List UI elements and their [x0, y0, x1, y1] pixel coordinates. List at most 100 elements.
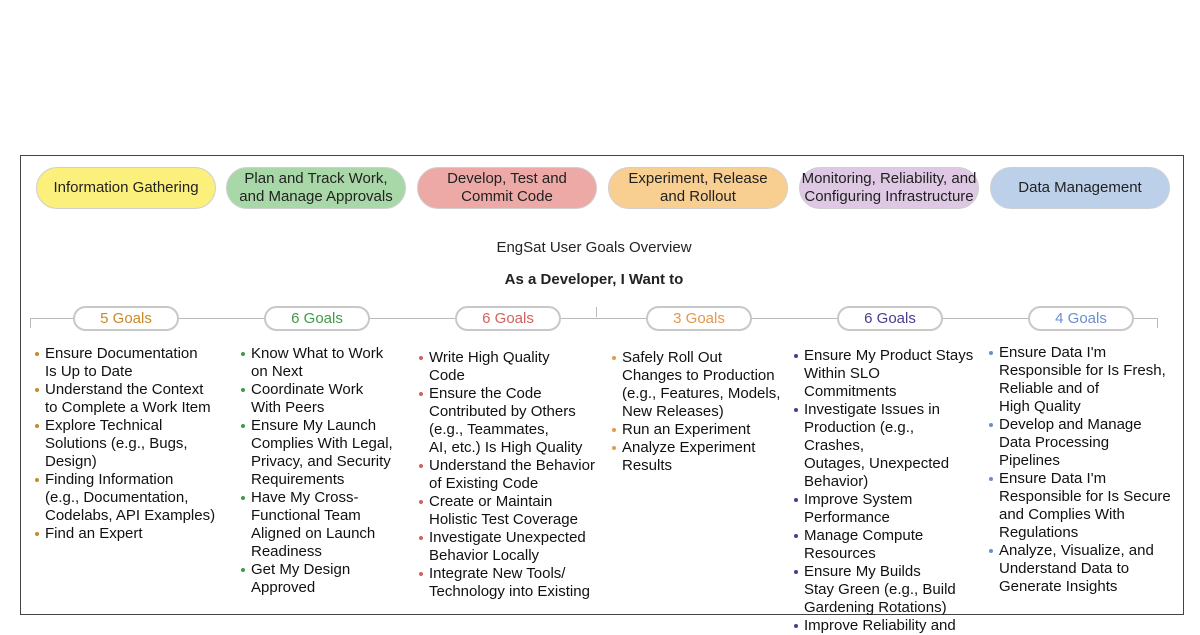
goal-item: Analyze, Visualize, and Understand Data … — [989, 542, 1171, 596]
goal-item-text: Understand the Behavior of Existing Code — [429, 457, 595, 492]
timeline-tick — [596, 307, 597, 317]
goal-item: Create or Maintain Holistic Test Coverag… — [419, 493, 601, 529]
goal-item: Get My Design Approved — [241, 561, 423, 597]
bullet-icon — [794, 534, 798, 538]
bullet-icon — [794, 624, 798, 628]
goal-item: Safely Roll Out Changes to Production (e… — [612, 349, 794, 421]
bullet-icon — [794, 354, 798, 358]
goal-item-text: Safely Roll Out Changes to Production (e… — [622, 349, 781, 420]
goal-item: Improve System Performance — [794, 491, 976, 527]
goal-item: Understand the Context to Complete a Wor… — [35, 381, 217, 417]
diagram-subtitle: As a Developer, I Want to — [504, 271, 684, 288]
goal-count-2: 6 Goals — [264, 306, 370, 331]
category-pill-5: Monitoring, Reliability, and Configuring… — [799, 167, 979, 209]
bullet-icon — [419, 392, 423, 396]
goal-count-3: 6 Goals — [455, 306, 561, 331]
bullet-icon — [35, 424, 39, 428]
goal-item: Integrate New Tools/ Technology into Exi… — [419, 565, 601, 601]
bullet-icon — [989, 351, 993, 355]
category-pill-1: Information Gathering — [36, 167, 216, 209]
bullet-icon — [35, 352, 39, 356]
goal-item-text: Write High Quality Code — [429, 349, 550, 384]
goal-item-text: Explore Technical Solutions (e.g., Bugs,… — [45, 417, 188, 470]
bullet-icon — [612, 446, 616, 450]
goal-item-text: Ensure My Product Stays Within SLO Commi… — [804, 347, 974, 400]
goal-item-text: Know What to Work on Next — [251, 345, 384, 380]
goal-item-text: Analyze, Visualize, and Understand Data … — [999, 542, 1154, 595]
goal-count-6: 4 Goals — [1028, 306, 1134, 331]
goal-item-text: Integrate New Tools/ Technology into Exi… — [429, 565, 590, 600]
bullet-icon — [989, 423, 993, 427]
goal-item: Ensure My Launch Complies With Legal, Pr… — [241, 417, 423, 489]
bullet-icon — [241, 388, 245, 392]
goal-item: Finding Information (e.g., Documentation… — [35, 471, 217, 525]
goal-column-6: Ensure Data I'm Responsible for Is Fresh… — [989, 344, 1171, 596]
goal-item-text: Create or Maintain Holistic Test Coverag… — [429, 493, 578, 528]
bullet-icon — [794, 498, 798, 502]
bullet-icon — [419, 464, 423, 468]
goal-item: Write High Quality Code — [419, 349, 601, 385]
goal-item-text: Ensure My Launch Complies With Legal, Pr… — [251, 417, 393, 488]
goal-item: Manage Compute Resources — [794, 527, 976, 563]
goal-item-text: Have My Cross- Functional Team Aligned o… — [251, 489, 376, 560]
goal-item-text: Manage Compute Resources — [804, 527, 924, 562]
bullet-icon — [35, 532, 39, 536]
goal-item-text: Improve Reliability and — [804, 617, 956, 634]
goal-item-text: Ensure the Code Contributed by Others (e… — [429, 385, 583, 456]
goal-item: Ensure My Product Stays Within SLO Commi… — [794, 347, 976, 401]
timeline-tick — [1157, 318, 1158, 328]
category-pill-3: Develop, Test and Commit Code — [417, 167, 597, 209]
bullet-icon — [241, 352, 245, 356]
bullet-icon — [612, 428, 616, 432]
goal-item-text: Get My Design Approved — [251, 561, 351, 596]
goal-item: Explore Technical Solutions (e.g., Bugs,… — [35, 417, 217, 471]
goal-item-text: Investigate Unexpected Behavior Locally — [429, 529, 586, 564]
goal-item-text: Run an Experiment — [622, 421, 751, 438]
goal-item-text: Ensure Data I'm Responsible for Is Fresh… — [999, 344, 1166, 415]
bullet-icon — [35, 478, 39, 482]
goal-item: Find an Expert — [35, 525, 217, 543]
goal-item: Know What to Work on Next — [241, 345, 423, 381]
goal-column-5: Ensure My Product Stays Within SLO Commi… — [794, 347, 976, 635]
timeline-line — [30, 318, 1158, 319]
bullet-icon — [419, 572, 423, 576]
bullet-icon — [35, 388, 39, 392]
bullet-icon — [989, 477, 993, 481]
goal-item-text: Understand the Context to Complete a Wor… — [45, 381, 211, 416]
goal-item-text: Ensure Documentation Is Up to Date — [45, 345, 198, 380]
timeline-tick — [30, 318, 31, 328]
goal-item: Improve Reliability and — [794, 617, 976, 635]
bullet-icon — [241, 424, 245, 428]
goal-item-text: Investigate Issues in Production (e.g., … — [804, 401, 950, 490]
goal-item-text: Coordinate Work With Peers — [251, 381, 364, 416]
goal-item-text: Develop and Manage Data Processing Pipel… — [999, 416, 1142, 469]
goal-item-text: Analyze Experiment Results — [622, 439, 756, 474]
goal-item: Ensure the Code Contributed by Others (e… — [419, 385, 601, 457]
goal-item-text: Finding Information (e.g., Documentation… — [45, 471, 216, 524]
bullet-icon — [419, 356, 423, 360]
goal-item: Ensure My Builds Stay Green (e.g., Build… — [794, 563, 976, 617]
goal-item: Develop and Manage Data Processing Pipel… — [989, 416, 1171, 470]
goal-item: Run an Experiment — [612, 421, 794, 439]
bullet-icon — [612, 356, 616, 360]
bullet-icon — [241, 496, 245, 500]
goal-item: Ensure Data I'm Responsible for Is Fresh… — [989, 344, 1171, 416]
bullet-icon — [419, 536, 423, 540]
category-pill-2: Plan and Track Work, and Manage Approval… — [226, 167, 406, 209]
goal-column-4: Safely Roll Out Changes to Production (e… — [612, 349, 794, 475]
goal-item: Ensure Documentation Is Up to Date — [35, 345, 217, 381]
diagram-title: EngSat User Goals Overview — [496, 239, 692, 256]
goal-item: Ensure Data I'm Responsible for Is Secur… — [989, 470, 1171, 542]
goal-item: Coordinate Work With Peers — [241, 381, 423, 417]
goal-item-text: Ensure Data I'm Responsible for Is Secur… — [999, 470, 1171, 541]
bullet-icon — [241, 568, 245, 572]
bullet-icon — [794, 570, 798, 574]
goal-item: Have My Cross- Functional Team Aligned o… — [241, 489, 423, 561]
goal-item: Investigate Issues in Production (e.g., … — [794, 401, 976, 491]
goal-item-text: Ensure My Builds Stay Green (e.g., Build… — [804, 563, 956, 616]
goal-item-text: Improve System Performance — [804, 491, 913, 526]
category-pill-4: Experiment, Release and Rollout — [608, 167, 788, 209]
goal-count-4: 3 Goals — [646, 306, 752, 331]
